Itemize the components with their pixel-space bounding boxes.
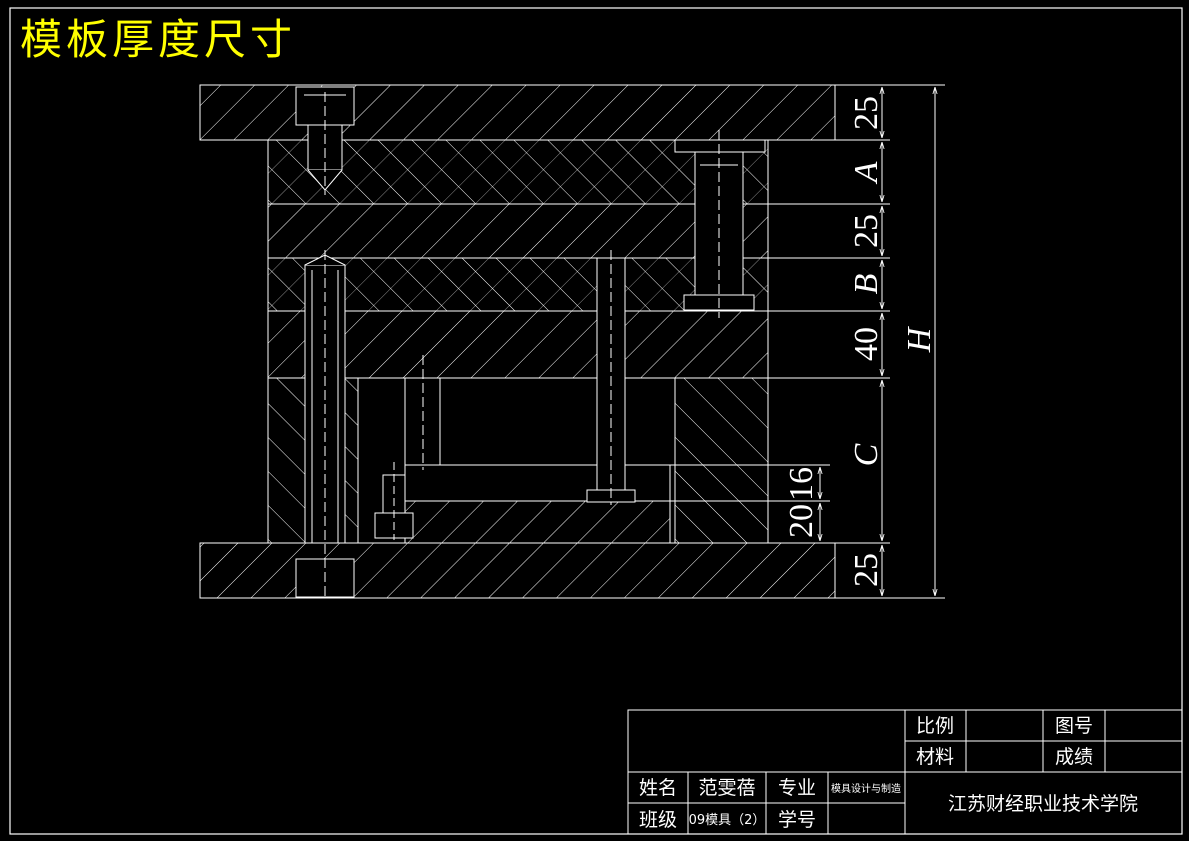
spacer-block-right [674, 377, 769, 544]
dim-b: B [848, 273, 885, 294]
dim-25-top: 25 [848, 96, 885, 130]
grade-label: 成绩 [1055, 746, 1093, 768]
name-value: 范雯蓓 [698, 777, 755, 799]
class-value: 09模具（2） [689, 813, 766, 828]
dim-16: 16 [783, 467, 820, 501]
ejector-plate [404, 500, 671, 544]
title-block [627, 709, 1183, 835]
dim-40: 40 [848, 327, 885, 361]
student-no-label: 学号 [778, 809, 816, 831]
drawing-frame [9, 7, 1183, 835]
bottom-clamp-plate [199, 542, 836, 599]
dim-a: A [848, 161, 885, 184]
material-label: 材料 [916, 746, 954, 768]
dim-20: 20 [783, 504, 820, 538]
dim-h: H [901, 325, 938, 353]
dim-25-mid: 25 [848, 214, 885, 248]
dim-c: C [848, 443, 885, 466]
drawing-no-label: 图号 [1055, 715, 1093, 737]
school-name: 江苏财经职业技术学院 [948, 793, 1138, 815]
guide-bushing-head [674, 139, 766, 153]
mold-assembly [199, 84, 836, 599]
title-block-texts: 比例 图号 材料 成绩 姓名 范雯蓓 专业 模具设计与制造 班级 09模具（2）… [639, 715, 1138, 831]
name-label: 姓名 [639, 777, 677, 799]
page-title: 模板厚度尺寸 [20, 15, 297, 64]
major-label: 专业 [778, 777, 816, 799]
plate-b-crosshatch [267, 257, 769, 312]
top-clamp-plate [199, 84, 836, 141]
stripper-plate [267, 203, 769, 259]
scale-label: 比例 [916, 715, 954, 737]
major-value: 模具设计与制造 [831, 782, 901, 795]
dimension-lines [670, 84, 945, 599]
support-plate [267, 310, 769, 379]
dim-25-bottom: 25 [848, 553, 885, 587]
dimension-texts: 25 A 25 B 40 C 16 20 25 H [783, 96, 938, 587]
class-label: 班级 [639, 809, 677, 831]
